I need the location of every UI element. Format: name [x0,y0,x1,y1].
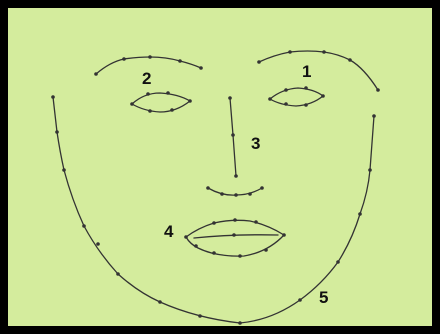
label-jaw: 5 [319,288,328,307]
label-mouth: 4 [164,222,174,241]
label-right-eye: 1 [302,62,311,81]
canvas-background [8,8,432,326]
label-left-eye: 2 [142,69,151,88]
label-nose: 3 [251,134,260,153]
